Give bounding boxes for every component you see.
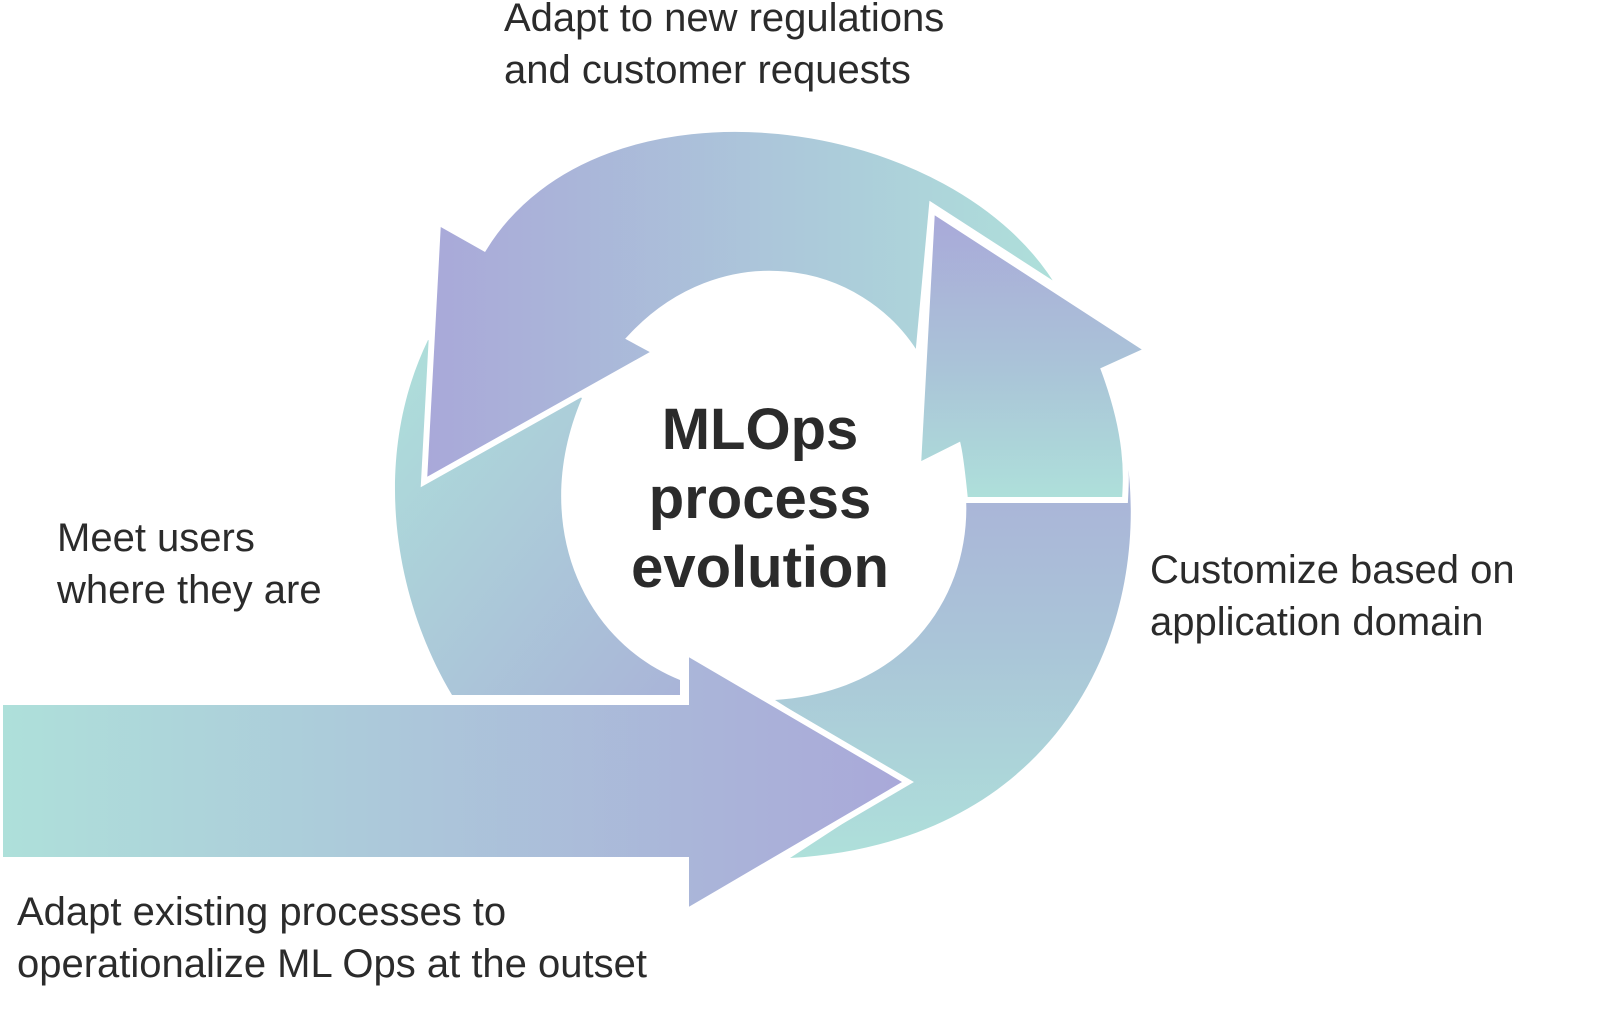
- label-adapt-existing: Adapt existing processes to operationali…: [17, 886, 647, 990]
- label-line: operationalize ML Ops at the outset: [17, 942, 647, 986]
- entry-arrow: [0, 646, 914, 918]
- label-line: Adapt to new regulations: [504, 0, 945, 40]
- label-line: Adapt existing processes to: [17, 890, 507, 934]
- label-meet-users: Meet users where they are: [57, 512, 322, 616]
- center-title-line: process: [648, 466, 872, 531]
- label-line: Meet users: [57, 516, 255, 560]
- label-line: Customize based on: [1150, 548, 1515, 592]
- center-title-line: evolution: [631, 535, 889, 600]
- label-line: application domain: [1150, 600, 1484, 644]
- label-line: and customer requests: [504, 48, 911, 92]
- cycle-arrow-right: [914, 204, 1155, 503]
- center-title: MLOps process evolution: [560, 395, 960, 602]
- cycle-arrow-top-left: [420, 125, 1065, 488]
- label-line: where they are: [57, 568, 322, 612]
- label-adapt-regulations: Adapt to new regulations and customer re…: [504, 0, 944, 96]
- label-customize-domain: Customize based on application domain: [1150, 544, 1515, 648]
- center-title-line: MLOps: [661, 397, 859, 462]
